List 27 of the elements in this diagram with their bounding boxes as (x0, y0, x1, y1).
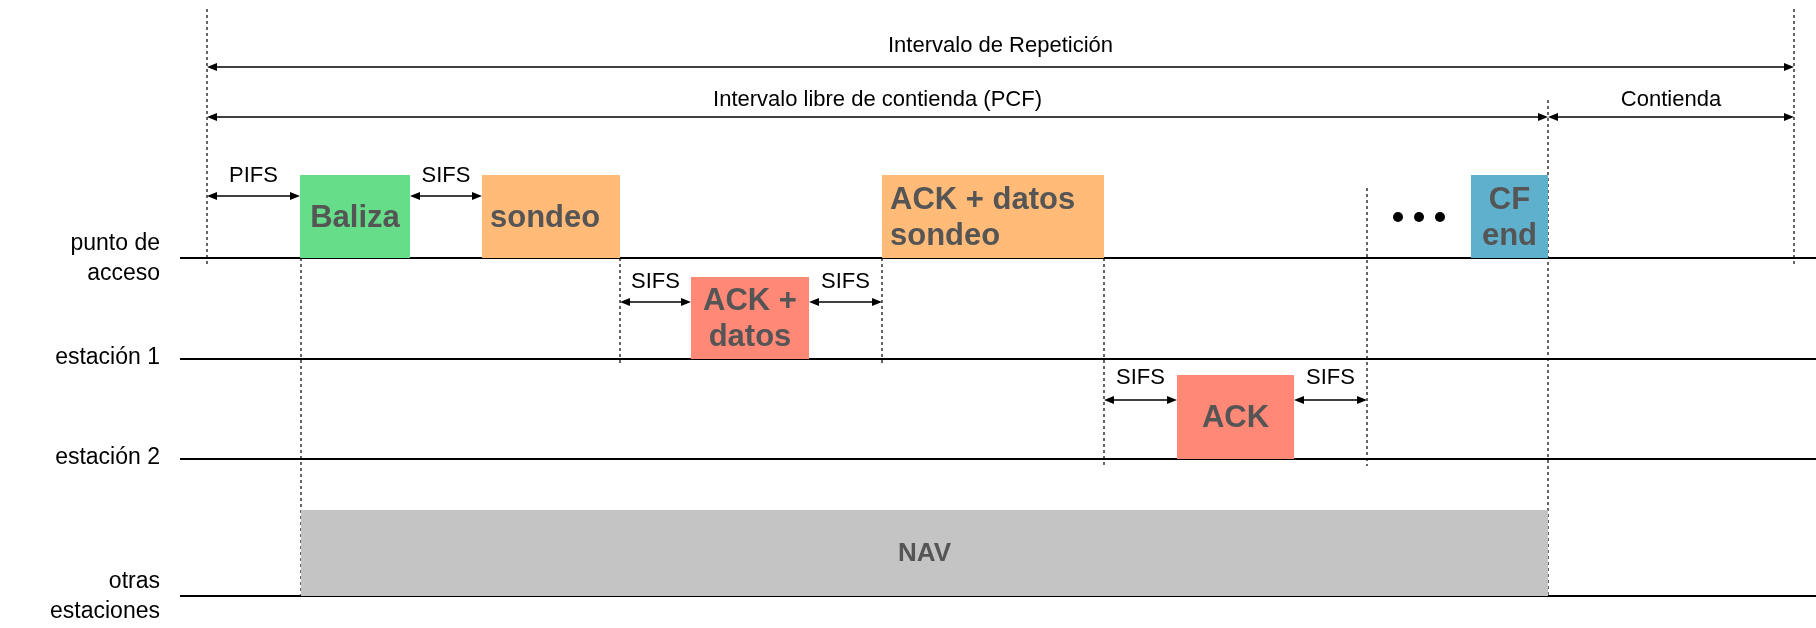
frame-label: ACK + datos (702, 282, 798, 354)
frame-label: ACK + datos sondeo (890, 180, 1077, 253)
frame-label: NAV (898, 538, 951, 568)
spacing-label: SIFS (1306, 364, 1355, 391)
spacing-label: SIFS (631, 268, 680, 295)
interval-label: Intervalo libre de contienda (PCF) (713, 86, 1042, 113)
station-label: punto de acceso (69, 228, 160, 287)
spacing-label: SIFS (1116, 364, 1165, 391)
spacing-label: SIFS (821, 268, 870, 295)
frame-label: sondeo (490, 198, 601, 235)
frame-box (691, 277, 809, 359)
interval-label: Contienda (1620, 86, 1722, 113)
frame-box (482, 175, 620, 258)
station-label: estación 2 (54, 442, 160, 471)
frame-label: CF end (1480, 180, 1539, 253)
frame-box (1471, 175, 1548, 258)
frame-label: Baliza (310, 198, 400, 235)
frame-box (300, 175, 410, 258)
station-label: estación 1 (54, 342, 160, 371)
spacing-label: PIFS (229, 162, 278, 189)
interval-label: Intervalo de Repetición (888, 32, 1113, 59)
station-label: otras estaciones (49, 566, 160, 625)
frame-box (1177, 375, 1294, 459)
frame-box (301, 510, 1548, 596)
frame-label: ACK (1201, 399, 1270, 435)
frame-box (882, 175, 1104, 258)
spacing-label: SIFS (421, 162, 471, 189)
